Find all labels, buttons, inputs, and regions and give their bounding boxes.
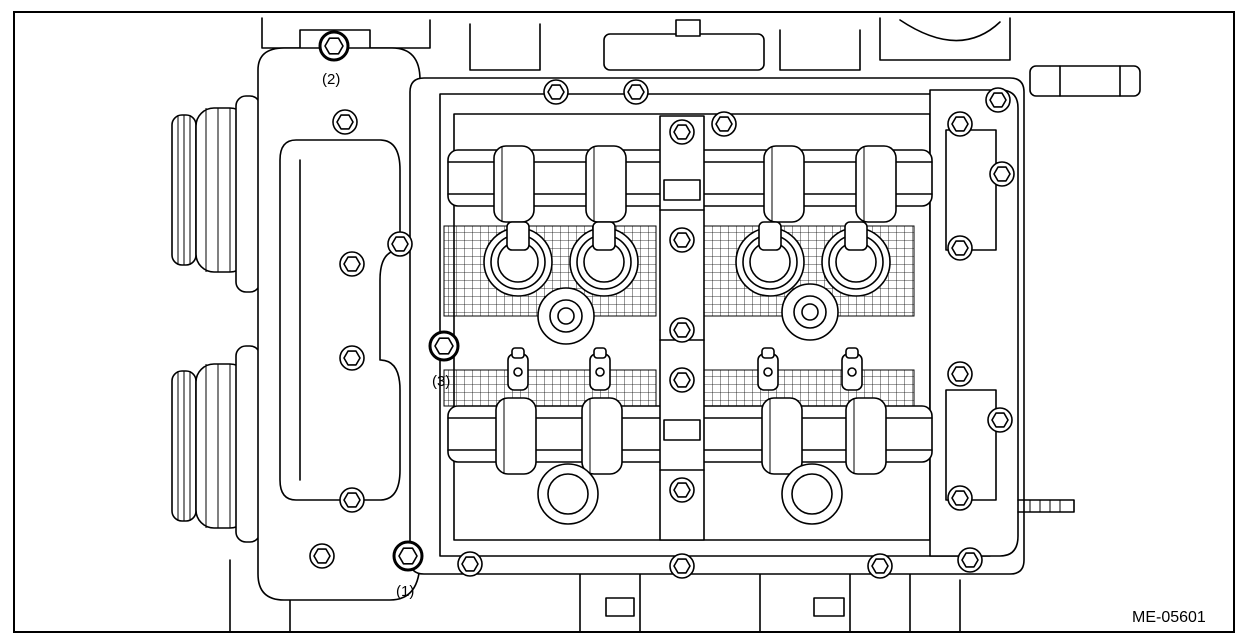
callout-label-3: (3)	[432, 373, 450, 390]
callout-label-2: (2)	[322, 71, 340, 88]
callout-bolt-2	[318, 30, 350, 62]
callout-bolt-3	[428, 330, 460, 362]
top-machinery	[261, 17, 1141, 97]
chain-upper	[235, 95, 261, 293]
chain-lower	[235, 345, 261, 543]
rear-plate	[929, 89, 1075, 557]
callout-label-1: (1)	[396, 583, 414, 600]
callout-bolt-1	[392, 540, 424, 572]
figure-border	[13, 11, 1235, 633]
spark-plug-wells	[537, 283, 843, 525]
figure-id: ME-05601	[1132, 609, 1206, 626]
